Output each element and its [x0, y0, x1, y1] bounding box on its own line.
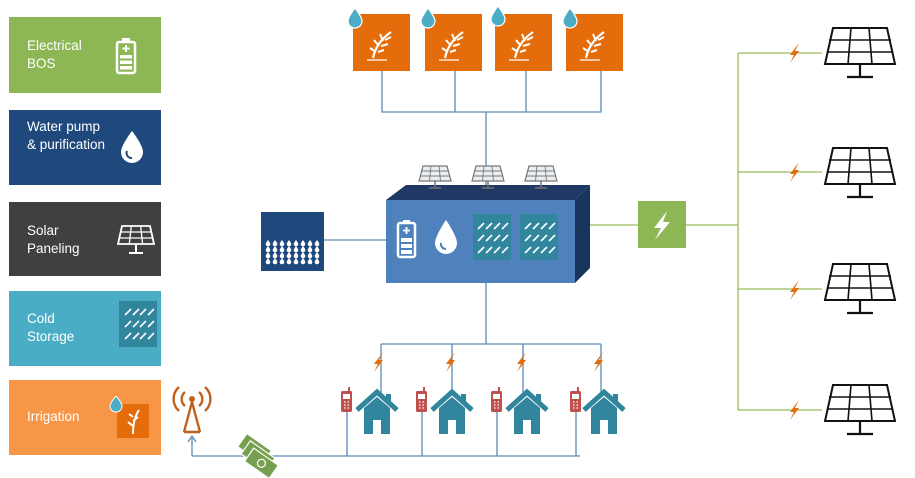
- cash-icon: [236, 432, 280, 478]
- house-group-2: [415, 352, 472, 434]
- house-group-4: [569, 352, 624, 434]
- tank-droplet: [279, 258, 285, 265]
- tank-droplet: [300, 246, 306, 253]
- inverter-lightning-icon: [638, 201, 686, 248]
- tank-droplet: [300, 258, 306, 265]
- tank-droplet: [307, 252, 313, 259]
- crop-field-4: [562, 7, 625, 73]
- solar-farm-bolts: [790, 43, 799, 420]
- tank-droplet: [307, 240, 313, 247]
- legend-label-solar: Solar Paneling: [27, 223, 80, 256]
- tank-droplet: [314, 252, 320, 259]
- tank-droplet: [286, 246, 292, 253]
- legend-card-water: Water pump & purification: [9, 110, 161, 185]
- tank-droplet: [279, 246, 285, 253]
- legend-label-electrical: Electrical BOS: [27, 38, 82, 71]
- house-group-1: [340, 352, 397, 434]
- legend-card-electrical: Electrical BOS: [9, 17, 161, 93]
- tank-droplet: [314, 240, 320, 247]
- house-group-3: [490, 352, 547, 434]
- tank-droplet: [265, 246, 271, 253]
- solar-panel-4: [823, 383, 897, 436]
- legend-label-water: Water pump & purification: [27, 119, 106, 152]
- tank-droplet: [286, 240, 292, 247]
- solar-farm-lines: [588, 52, 822, 411]
- tank-droplet: [279, 252, 285, 259]
- crop-field-1: [347, 7, 412, 73]
- tank-droplet: [314, 246, 320, 253]
- tank-droplet: [307, 246, 313, 253]
- tank-droplet: [300, 252, 306, 259]
- tank-droplet: [293, 246, 299, 253]
- water-tank-icon: [261, 212, 324, 271]
- tank-droplet: [307, 258, 313, 265]
- tank-droplet: [265, 258, 271, 265]
- legend-card-cold: Cold Storage: [9, 291, 161, 366]
- tank-droplet: [279, 240, 285, 247]
- central-container: [386, 165, 590, 283]
- container-cold-storage-icon-2: [520, 214, 558, 260]
- container-cold-storage-icon-1: [473, 214, 511, 260]
- tank-droplet: [293, 252, 299, 259]
- crop-field-2: [420, 7, 484, 73]
- container-battery-icon: [396, 220, 417, 259]
- tank-droplet: [265, 240, 271, 247]
- tank-droplet: [286, 252, 292, 259]
- tank-droplet: [265, 252, 271, 259]
- tank-droplet: [272, 240, 278, 247]
- solar-panel-3: [823, 262, 897, 315]
- tank-droplet: [293, 240, 299, 247]
- tank-droplet: [314, 258, 320, 265]
- water-drop-icon: [121, 131, 143, 163]
- solar-panel-icon: [117, 225, 155, 254]
- irrigation-icon: [109, 396, 149, 438]
- solar-panel-2: [823, 146, 897, 199]
- crop-field-3: [490, 5, 554, 73]
- cold-storage-icon: [119, 301, 157, 347]
- solar-panel-1: [823, 26, 897, 79]
- container-water-drop-icon: [435, 220, 457, 254]
- tank-droplet: [293, 258, 299, 265]
- radio-tower-icon: [172, 386, 212, 434]
- tank-droplet: [272, 246, 278, 253]
- tank-droplet: [272, 252, 278, 259]
- legend-label-irrigation: Irrigation: [27, 409, 80, 424]
- tank-droplet: [286, 258, 292, 265]
- tank-droplet: [300, 240, 306, 247]
- legend-label-cold: Cold Storage: [27, 311, 75, 344]
- tank-droplet: [272, 258, 278, 265]
- legend-card-irrigation: Irrigation: [9, 380, 161, 455]
- battery-icon: [115, 38, 137, 75]
- legend-card-solar: Solar Paneling: [9, 202, 161, 276]
